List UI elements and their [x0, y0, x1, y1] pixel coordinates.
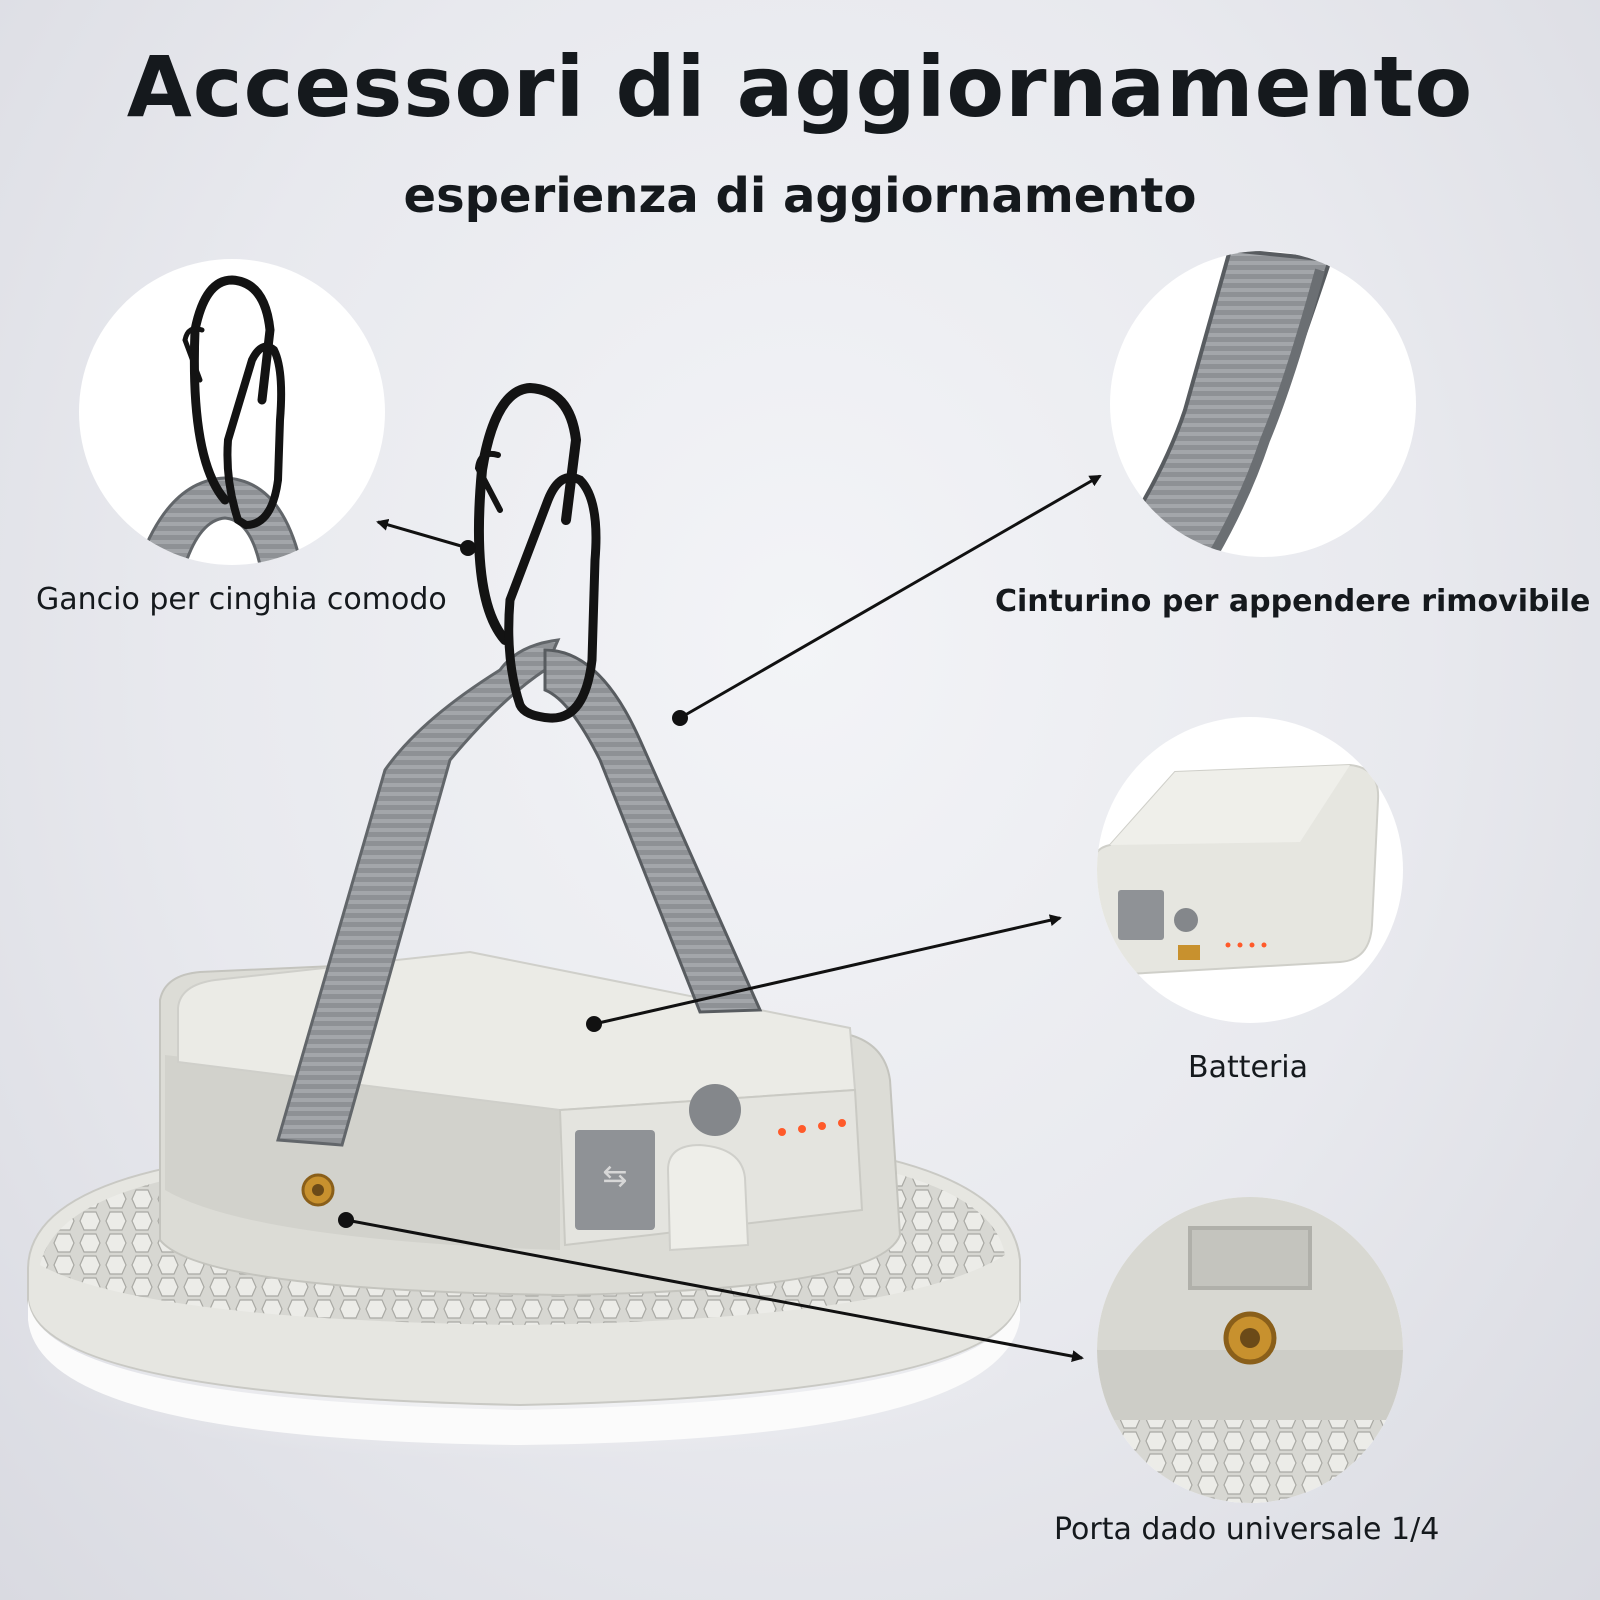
callout-battery-circle [1097, 717, 1403, 1023]
pointer-battery [593, 914, 1062, 1026]
light-ring [28, 1300, 1020, 1445]
led-indicator [798, 1125, 806, 1133]
hanging-strap [276, 638, 561, 1147]
page-title: Accessori di aggiornamento [126, 38, 1474, 136]
usb-port-cover [575, 1130, 655, 1230]
carabiner [473, 382, 601, 723]
label-nut: Porta dado universale 1/4 [1054, 1512, 1440, 1547]
power-button [689, 1084, 741, 1136]
pointer-nut [345, 1218, 1084, 1363]
lantern-product: ⇆ [20, 382, 1021, 1460]
label-strap: Cinturino per appendere rimovibile [995, 584, 1591, 619]
svg-text:⇆: ⇆ [602, 1159, 627, 1194]
label-battery: Batteria [1188, 1050, 1308, 1085]
callout-hook-circle [79, 259, 385, 565]
hanging-strap-back [543, 648, 763, 1014]
pointer-lines [345, 474, 1102, 1363]
pointer-strap [679, 474, 1102, 720]
led-indicator [818, 1122, 826, 1130]
callout-nut-circle [1097, 1197, 1403, 1503]
pointer-dots [338, 540, 688, 1228]
pointer-hook [376, 519, 469, 550]
callout-strap-circle [1110, 251, 1416, 557]
label-hook: Gancio per cinghia comodo [36, 582, 447, 617]
housing-front [165, 1055, 560, 1250]
page-subtitle: esperienza di aggiornamento [403, 168, 1197, 224]
led-indicator [838, 1119, 846, 1127]
led-indicator [778, 1128, 786, 1136]
charging-cap [666, 1143, 750, 1252]
